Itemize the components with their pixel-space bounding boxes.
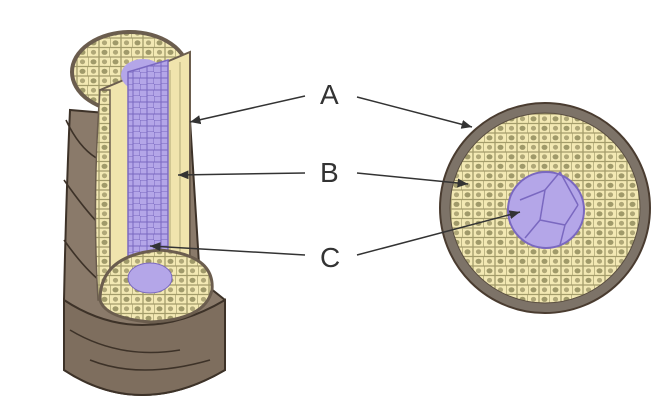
arrow-a-right (356, 96, 473, 129)
stem-cross-section (439, 102, 651, 314)
label-b: B (320, 157, 339, 188)
arrow-c-right (356, 210, 521, 256)
label-b-group: B (177, 157, 469, 188)
arrow-b-right (356, 172, 469, 188)
arrow-b-left (177, 170, 306, 180)
arrow-c-left (149, 242, 306, 256)
arrow-a-left (189, 95, 306, 125)
label-c: C (320, 242, 340, 273)
label-a: A (320, 79, 339, 110)
label-c-group: C (149, 210, 521, 273)
stem-longitudinal-section (63, 30, 226, 396)
label-a-group: A (189, 79, 473, 129)
